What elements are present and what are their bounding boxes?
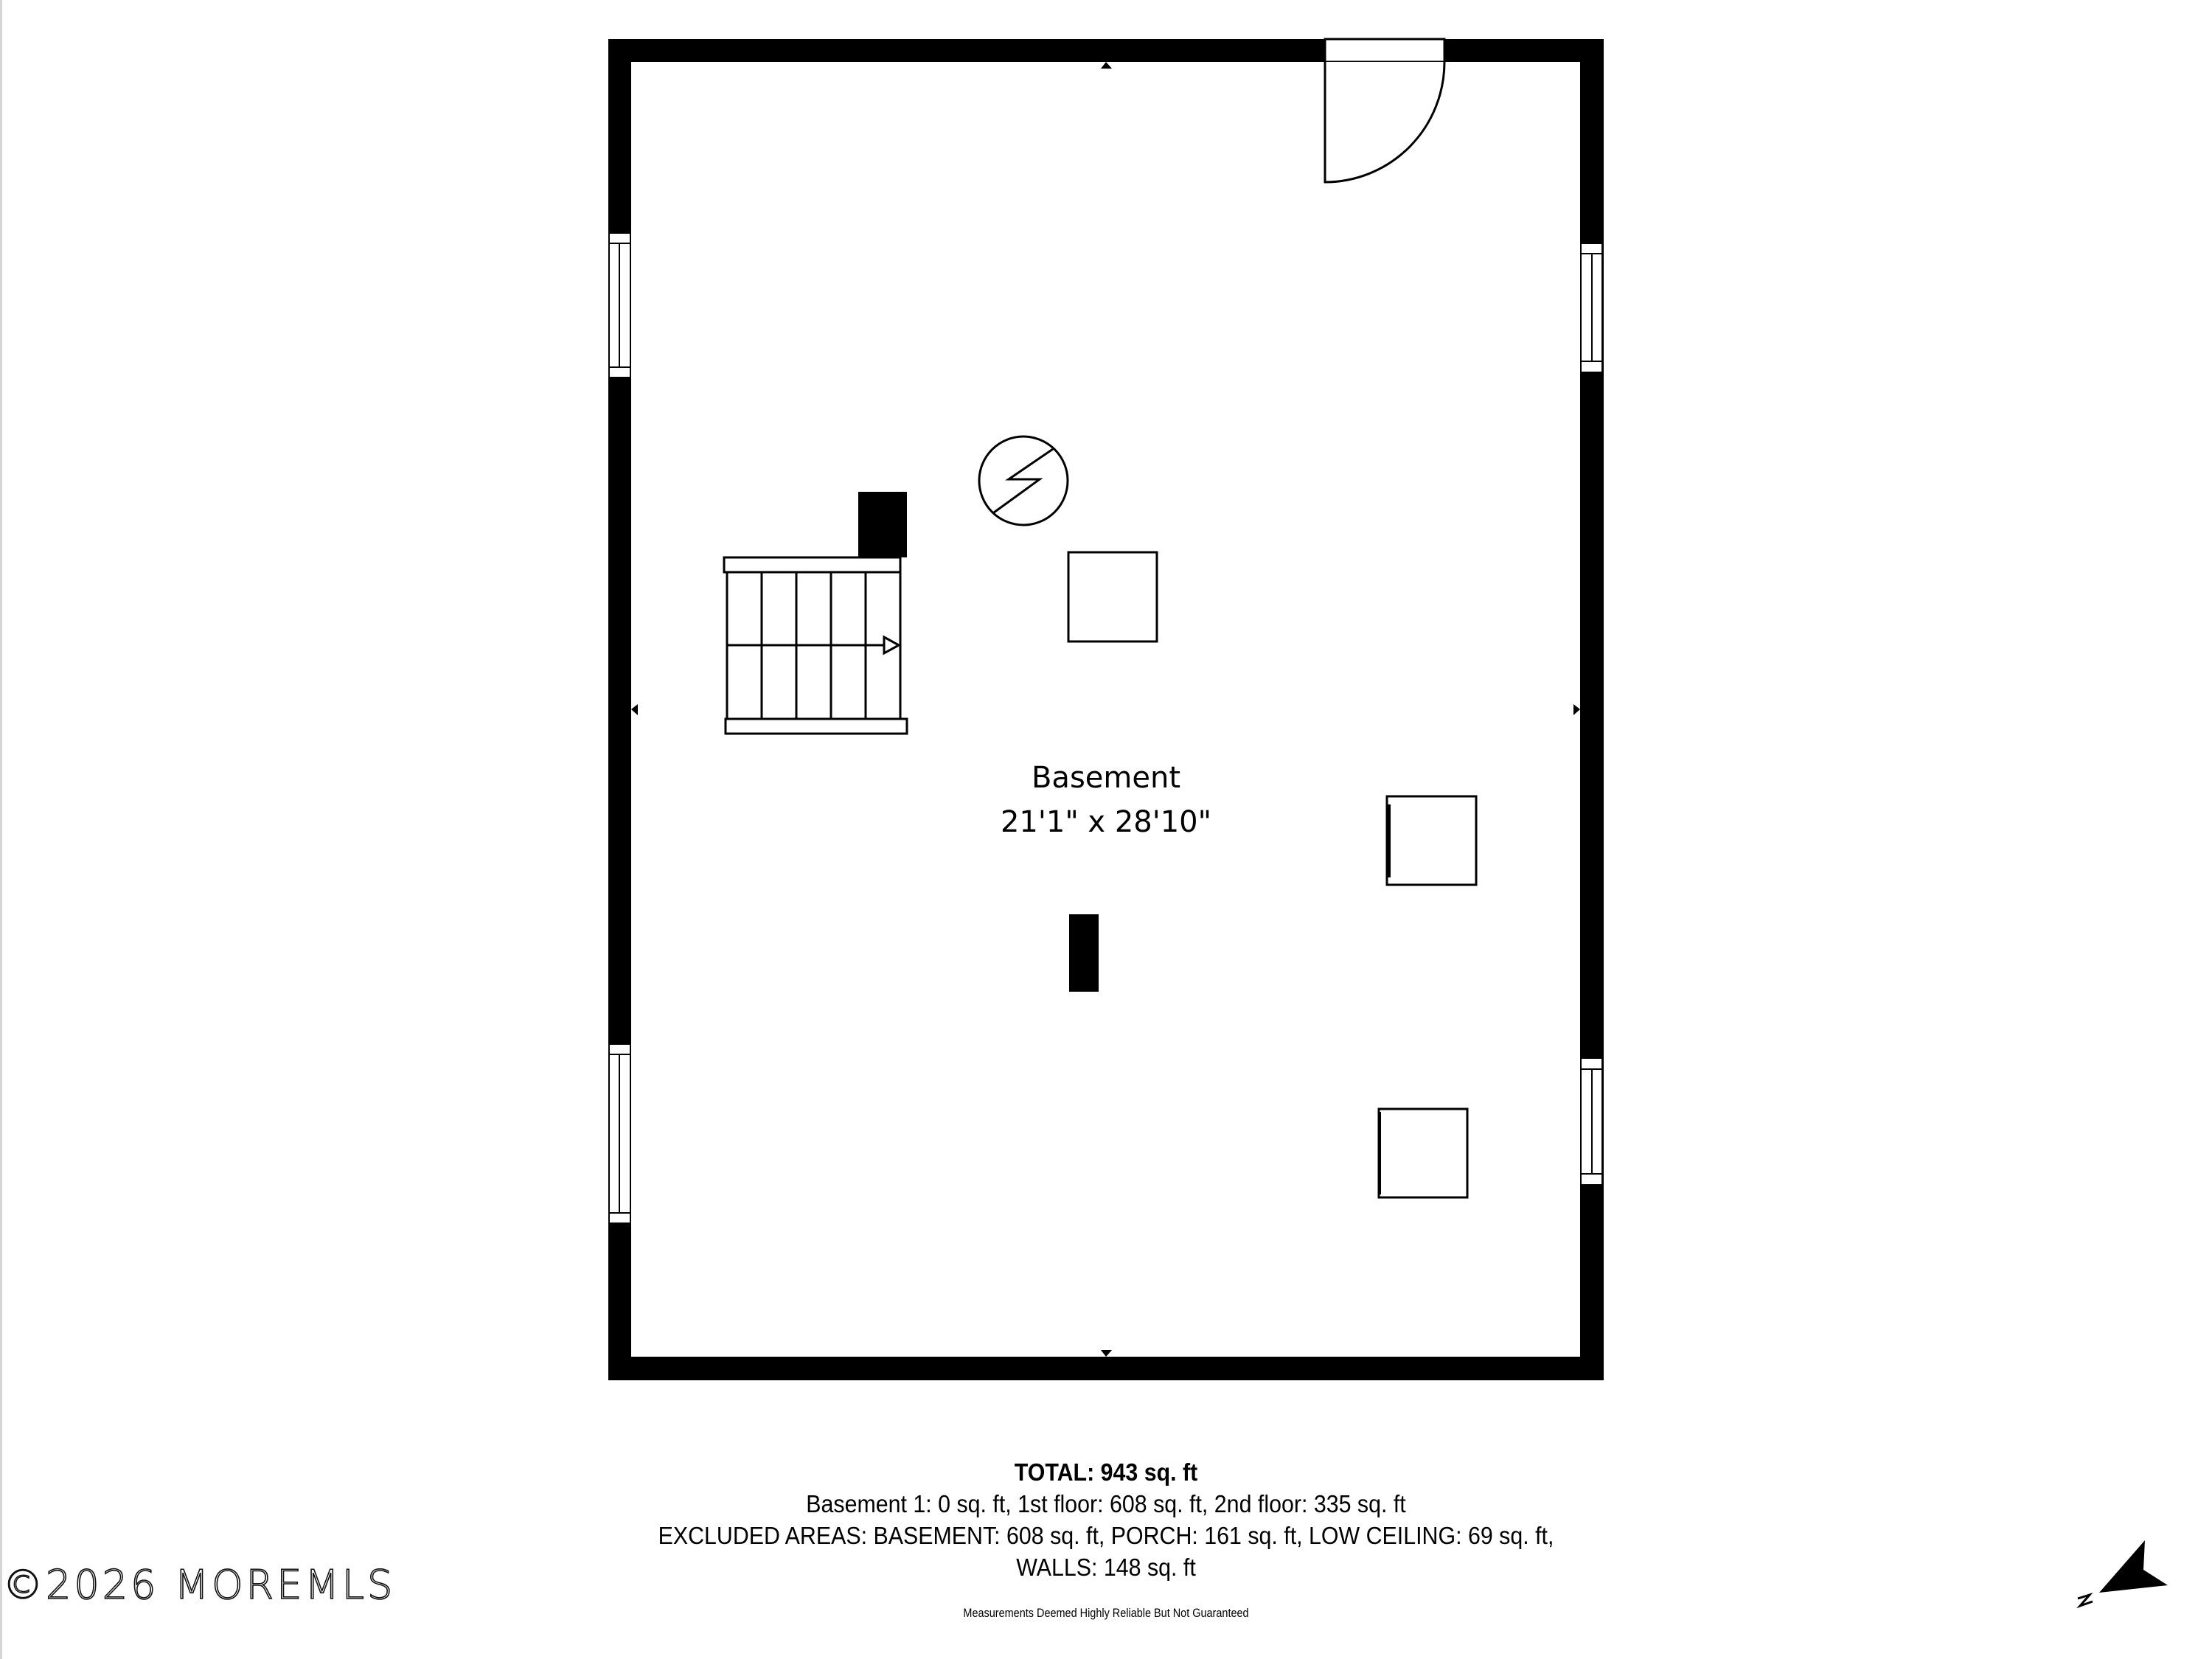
excluded-areas-line-2: WALLS: 148 sq. ft [1016,1554,1196,1581]
window-left-lower [608,1043,631,1224]
appliance-box-right-lower [1377,1107,1469,1199]
total-area: TOTAL: 943 sq. ft [1014,1458,1198,1486]
compass-label-n [2076,1592,2093,1609]
window-right-lower [1580,1057,1603,1186]
stair-direction-arrow-icon [883,635,902,655]
copyright-watermark: ©2026 MOREMLS [2,1561,396,1609]
excluded-areas-line-1: EXCLUDED AREAS: BASEMENT: 608 sq. ft, PO… [658,1522,1554,1549]
appliance-box-center [1067,551,1158,643]
chimney-block [858,492,907,557]
window-left-upper [608,232,631,378]
room-name: Basement [1031,761,1180,795]
disclaimer: Measurements Deemed Highly Reliable But … [963,1606,1249,1620]
area-summary: TOTAL: 943 sq. ft Basement 1: 0 sq. ft, … [563,1456,1649,1583]
electrical-panel-icon [978,435,1069,526]
room-dimensions: 21'1" x 28'10" [1000,805,1212,839]
floor-areas: Basement 1: 0 sq. ft, 1st floor: 608 sq.… [806,1490,1406,1517]
room-label: Basement 21'1" x 28'10" [951,756,1261,844]
appliance-box-right-middle [1385,795,1478,886]
door [1324,38,1446,184]
support-column [1069,914,1099,992]
staircase [723,556,908,735]
image-left-border [0,0,2,1659]
window-right-upper [1580,243,1603,373]
north-arrow-icon [2076,1540,2168,1609]
dimension-markers [631,62,1580,1357]
